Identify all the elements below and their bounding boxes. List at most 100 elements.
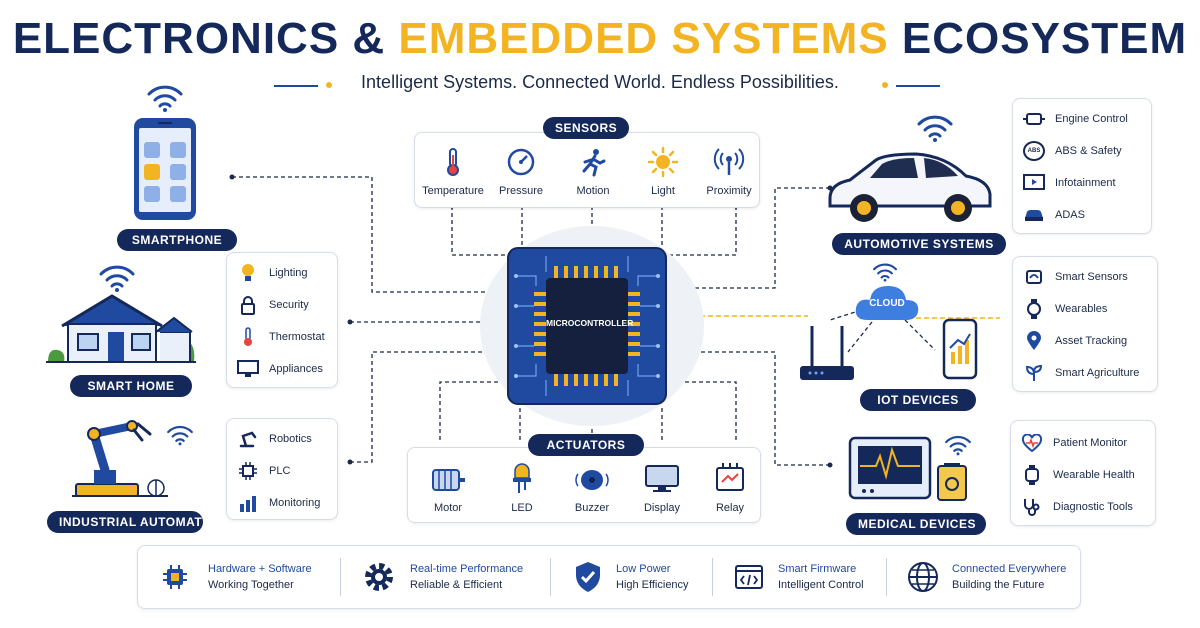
plant-icon	[1023, 363, 1045, 383]
running-person-icon	[582, 149, 606, 177]
sensors-label: SENSORS	[543, 117, 629, 139]
sensor-motion: Motion	[555, 147, 631, 197]
engine-icon	[1023, 109, 1045, 129]
item-label: Robotics	[269, 433, 312, 445]
automotive-item-engine: Engine Control	[1023, 109, 1128, 129]
title-highlight: EMBEDDED SYSTEMS	[398, 14, 889, 63]
industrial-item-plc: PLC	[237, 461, 290, 481]
medical-devices-label: MEDICAL DEVICES	[846, 513, 986, 535]
actuator-label: Relay	[715, 502, 745, 514]
car-icon	[828, 152, 992, 222]
sensor-label: Temperature	[422, 185, 484, 197]
item-label: Smart Sensors	[1055, 271, 1128, 283]
gauge-icon	[507, 148, 535, 176]
tagline: Intelligent Systems. Connected World. En…	[361, 72, 839, 92]
smart-home-item-security: Security	[237, 295, 309, 315]
item-label: Smart Agriculture	[1055, 367, 1140, 379]
abs-badge: ABS	[1023, 141, 1045, 161]
medical-item-diagnostic-tools: Diagnostic Tools	[1021, 497, 1133, 517]
feature-title: Smart Firmware	[778, 563, 857, 575]
sensor-label: Motion	[576, 185, 610, 197]
smart-home-label: SMART HOME	[70, 375, 192, 397]
globe-icon	[906, 560, 940, 594]
divider	[886, 558, 887, 596]
chip-icon	[237, 461, 259, 481]
item-label: Wearables	[1055, 303, 1108, 315]
screen-icon	[1023, 173, 1045, 193]
tagline-dot-right	[882, 82, 888, 88]
item-label: ADAS	[1055, 209, 1085, 221]
stethoscope-icon	[1021, 497, 1043, 517]
buzzer-icon	[575, 470, 609, 490]
sensor-label: Pressure	[498, 185, 544, 197]
title-part-3: ECOSYSTEM	[888, 14, 1188, 63]
microcontroller-chip	[507, 247, 667, 405]
lock-icon	[237, 295, 259, 315]
battery-device-icon	[937, 463, 967, 501]
iot-item-smart-sensors: Smart Sensors	[1023, 267, 1128, 287]
feature-subtitle: Reliable & Efficient	[410, 579, 503, 591]
automotive-panel: Engine Control ABS ABS & Safety Infotain…	[1012, 98, 1152, 234]
heart-monitor-icon	[848, 436, 932, 500]
bar-chart-icon	[237, 493, 259, 513]
item-label: Monitoring	[269, 497, 321, 509]
heart-pulse-icon	[1021, 433, 1043, 453]
feature-subtitle: High Efficiency	[616, 579, 689, 591]
iot-item-wearables: Wearables	[1023, 299, 1107, 319]
medical-item-patient-monitor: Patient Monitor	[1021, 433, 1127, 453]
router-icon	[800, 326, 854, 380]
feature-subtitle: Building the Future	[952, 579, 1045, 591]
actuator-label: Motor	[433, 502, 463, 514]
iot-item-asset-tracking: Asset Tracking	[1023, 331, 1127, 351]
actuator-relay: Relay	[692, 462, 768, 514]
smartphone-icon	[134, 118, 196, 220]
actuator-led: LED	[484, 462, 560, 514]
feature-title: Connected Everywhere	[952, 563, 1067, 575]
microcontroller-label: MICROCONTROLLER	[546, 318, 634, 328]
tagline-line-right	[896, 85, 940, 87]
wifi-icon	[147, 85, 183, 112]
sensor-light: Light	[625, 147, 701, 197]
cloud-icon	[855, 286, 919, 320]
actuator-motor: Motor	[410, 466, 486, 514]
automotive-item-abs: ABS ABS & Safety	[1023, 141, 1122, 161]
medical-panel: Patient Monitor Wearable Health Diagnost…	[1010, 420, 1156, 526]
led-icon	[513, 463, 531, 493]
wifi-icon	[99, 265, 135, 292]
divider	[550, 558, 551, 596]
item-label: Asset Tracking	[1055, 335, 1128, 347]
wifi-icon	[917, 115, 953, 142]
feature-title: Low Power	[616, 563, 671, 575]
sensor-temperature: Temperature	[415, 147, 491, 197]
robot-arm-icon	[237, 429, 259, 449]
item-label: Wearable Health	[1053, 469, 1135, 481]
industrial-automation-label: INDUSTRIAL AUTOMATION	[47, 511, 225, 533]
smart-home-item-appliances: Appliances	[237, 359, 323, 379]
wifi-icon	[873, 263, 897, 282]
feature-subtitle: Working Together	[208, 579, 294, 591]
sensor-label: Proximity	[706, 185, 752, 197]
monitor-icon	[237, 359, 259, 379]
location-pin-icon	[1023, 331, 1045, 351]
monitor-icon	[645, 465, 679, 492]
actuators-label: ACTUATORS	[528, 434, 644, 456]
sensor-proximity: Proximity	[691, 147, 767, 197]
automotive-label: AUTOMOTIVE SYSTEMS	[832, 233, 1006, 255]
title-part-1: ELECTRONICS &	[12, 14, 399, 63]
car-small-icon	[1023, 205, 1045, 225]
sun-icon	[648, 147, 678, 177]
item-label: ABS & Safety	[1055, 145, 1122, 157]
item-label: Lighting	[269, 267, 308, 279]
iot-devices-label: IOT DEVICES	[860, 389, 976, 411]
sensor-icon	[1023, 267, 1045, 287]
sensors-panel: Temperature Pressure Motion Light	[414, 132, 760, 208]
smartwatch-icon	[1021, 465, 1043, 485]
actuator-display: Display	[624, 464, 700, 514]
abs-icon: ABS	[1023, 141, 1045, 161]
cloud-label: CLOUD	[869, 298, 905, 309]
iot-item-smart-agriculture: Smart Agriculture	[1023, 363, 1139, 383]
feature-title: Hardware + Software	[208, 563, 312, 575]
